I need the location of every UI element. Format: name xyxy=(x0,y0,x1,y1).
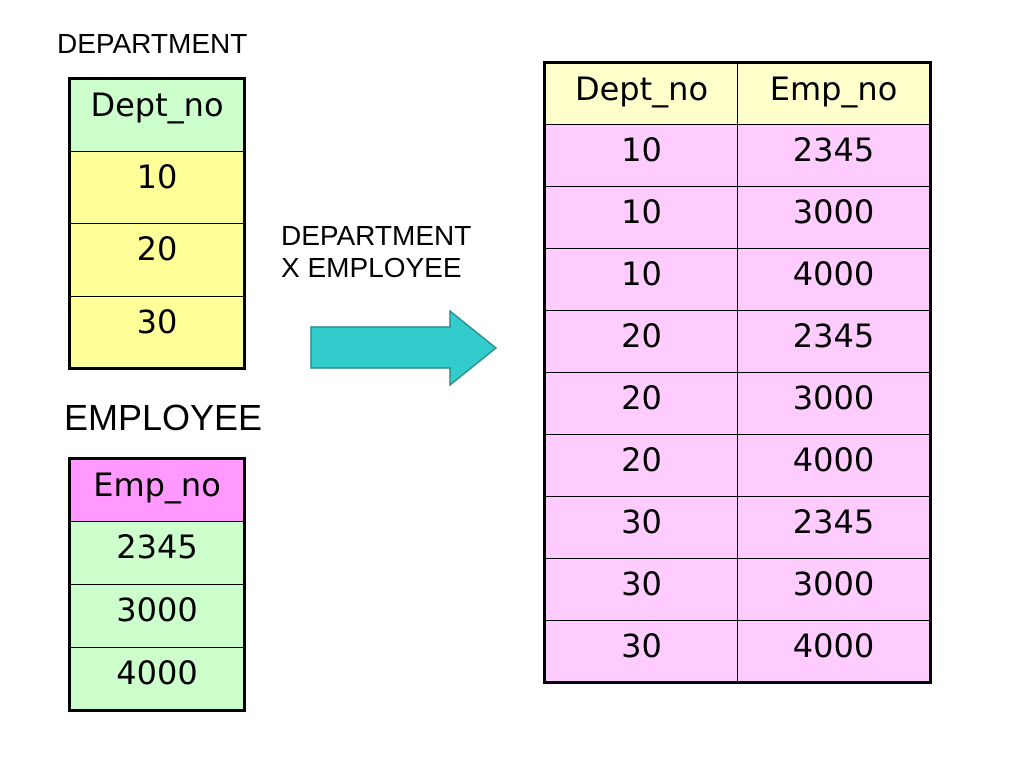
result-row: 20 3000 xyxy=(544,372,931,435)
department-table: Dept_no 10 20 30 xyxy=(68,77,246,370)
result-cell-dept-no: 10 xyxy=(544,124,738,187)
employee-header-emp-no: Emp_no xyxy=(69,458,245,522)
employee-cell: 3000 xyxy=(69,584,245,648)
department-header-dept-no: Dept_no xyxy=(69,78,245,152)
result-row: 30 4000 xyxy=(544,620,931,683)
result-cell-dept-no: 10 xyxy=(544,248,738,311)
result-cell-dept-no: 30 xyxy=(544,620,738,683)
department-title: DEPARTMENT xyxy=(57,28,248,59)
employee-cell: 2345 xyxy=(69,521,245,585)
result-row: 10 4000 xyxy=(544,248,931,311)
result-cell-emp-no: 2345 xyxy=(737,124,931,187)
result-row: 10 2345 xyxy=(544,124,931,187)
employee-cell: 4000 xyxy=(69,647,245,711)
result-cell-emp-no: 3000 xyxy=(737,186,931,249)
result-cell-emp-no: 4000 xyxy=(737,248,931,311)
result-cell-dept-no: 10 xyxy=(544,186,738,249)
result-cell-emp-no: 4000 xyxy=(737,434,931,497)
result-cell-dept-no: 20 xyxy=(544,310,738,373)
cartesian-product-label: DEPARTMENT X EMPLOYEE xyxy=(281,220,471,284)
result-header-emp-no: Emp_no xyxy=(737,62,931,125)
result-cell-emp-no: 3000 xyxy=(737,372,931,435)
result-cell-emp-no: 2345 xyxy=(737,310,931,373)
result-cell-dept-no: 30 xyxy=(544,558,738,621)
result-cell-dept-no: 20 xyxy=(544,372,738,435)
result-row: 20 2345 xyxy=(544,310,931,373)
result-cell-emp-no: 3000 xyxy=(737,558,931,621)
result-cell-emp-no: 2345 xyxy=(737,496,931,559)
department-cell: 30 xyxy=(69,295,245,369)
result-header-dept-no: Dept_no xyxy=(544,62,738,125)
result-row: 30 2345 xyxy=(544,496,931,559)
result-cell-dept-no: 20 xyxy=(544,434,738,497)
department-cell: 10 xyxy=(69,150,245,224)
result-cell-dept-no: 30 xyxy=(544,496,738,559)
operation-line-1: DEPARTMENT xyxy=(281,220,472,251)
employee-title: EMPLOYEE xyxy=(64,397,263,438)
department-cell: 20 xyxy=(69,223,245,297)
result-cell-emp-no: 4000 xyxy=(737,620,931,683)
result-row: 10 3000 xyxy=(544,186,931,249)
result-row: 30 3000 xyxy=(544,558,931,621)
employee-table: Emp_no 2345 3000 4000 xyxy=(68,457,246,712)
result-row: 20 4000 xyxy=(544,434,931,497)
right-arrow-icon xyxy=(310,310,498,387)
result-table: Dept_no Emp_no 10 2345 10 3000 10 4000 2… xyxy=(543,61,932,684)
operation-line-2: X EMPLOYEE xyxy=(281,252,462,283)
